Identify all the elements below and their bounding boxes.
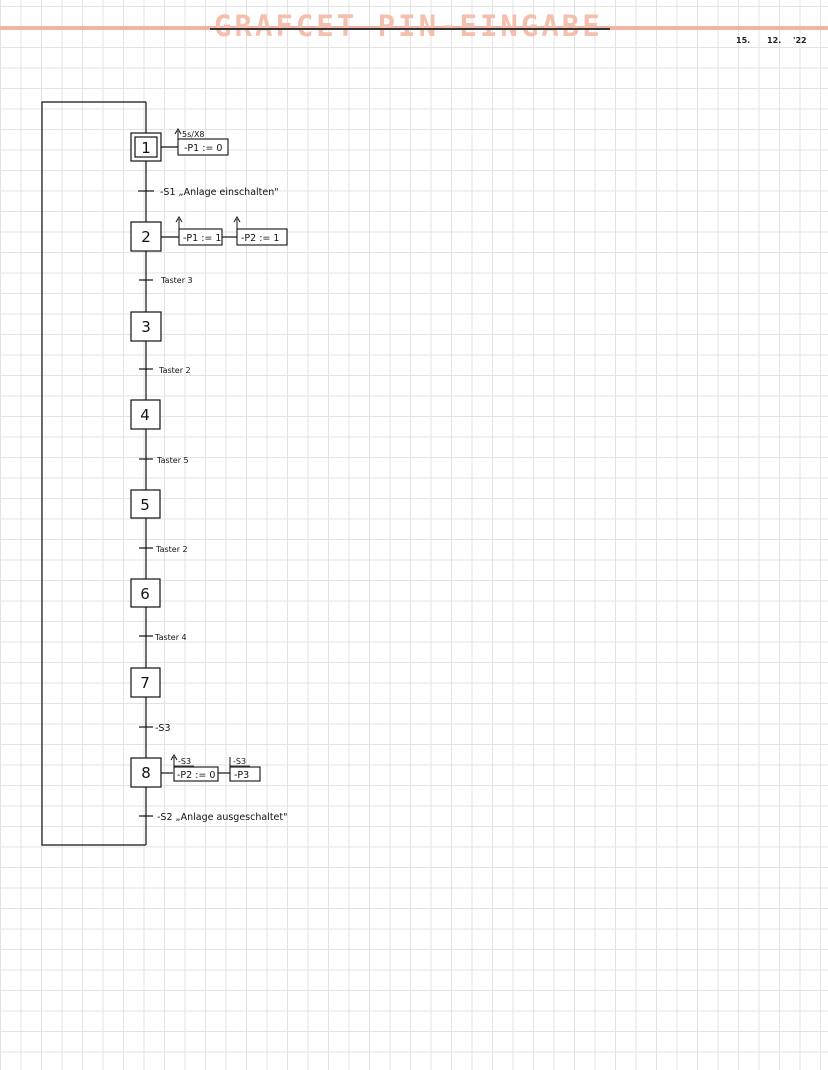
step8-action-b: -P3 xyxy=(234,770,249,781)
transition-2-label: Taster 3 xyxy=(160,276,193,285)
arrow-up-icon xyxy=(233,216,241,223)
step-5: 5 xyxy=(130,489,161,519)
step8-condition-b: -S3 xyxy=(233,757,246,766)
step-2: 2 xyxy=(130,221,162,252)
svg-text:5: 5 xyxy=(140,496,150,514)
arrow-up-icon xyxy=(175,216,183,223)
step-1: 1 xyxy=(130,132,162,162)
svg-text:7: 7 xyxy=(140,674,150,692)
transition-1-label: -S1 „Anlage einschalten" xyxy=(160,187,279,198)
step-7: 7 xyxy=(130,667,161,698)
transition-3-label: Taster 2 xyxy=(158,366,191,375)
svg-text:4: 4 xyxy=(140,406,150,424)
step8-action-a: -P2 := 0 xyxy=(177,770,215,781)
step-6: 6 xyxy=(130,578,161,608)
svg-text:2: 2 xyxy=(141,228,151,246)
date-month: 12. xyxy=(767,36,782,45)
step1-condition: 5s/X8 xyxy=(182,130,205,139)
step8-condition-a: -S3 xyxy=(178,757,191,766)
date-day: 15. xyxy=(736,36,751,45)
transition-7-label: -S3 xyxy=(155,723,171,734)
transition-8-label: -S2 „Anlage ausgeschaltet" xyxy=(157,812,287,823)
step1-action-text: -P1 := 0 xyxy=(184,143,222,154)
transition-5-label: Taster 2 xyxy=(155,545,188,554)
step2-action-a: -P1 := 1 xyxy=(183,233,221,244)
step2-actions: -P1 := 1 -P2 := 1 xyxy=(161,216,288,246)
transition-6-label: Taster 4 xyxy=(154,633,187,642)
step8-actions: -S3 -P2 := 0 -S3 -P3 xyxy=(161,754,261,782)
transition-4-label: Taster 5 xyxy=(156,456,189,465)
page-title: GRAFCET PIN-EINGABE xyxy=(214,9,603,43)
arrow-up-icon xyxy=(174,128,182,135)
step-number: 1 xyxy=(141,139,151,157)
svg-text:3: 3 xyxy=(141,318,151,336)
svg-text:6: 6 xyxy=(140,585,150,603)
return-loop xyxy=(41,101,146,846)
step1-action: 5s/X8 -P1 := 0 xyxy=(161,128,229,156)
step-3: 3 xyxy=(130,311,162,342)
svg-text:8: 8 xyxy=(141,764,151,782)
step-8: 8 xyxy=(130,757,162,788)
step2-action-b: -P2 := 1 xyxy=(241,233,279,244)
arrow-up-icon xyxy=(170,754,178,761)
date-year: '22 xyxy=(793,36,807,45)
step-4: 4 xyxy=(130,399,161,430)
title-underline xyxy=(210,28,610,30)
